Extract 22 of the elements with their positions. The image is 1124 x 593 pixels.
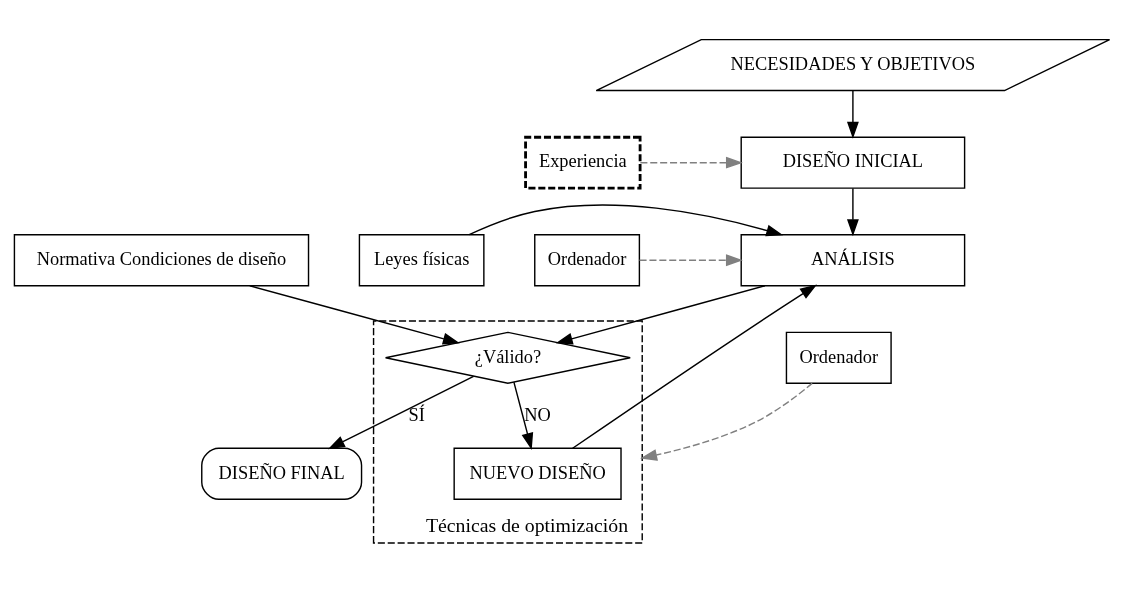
arrow [571, 284, 817, 449]
node-box: NUEVO DISEÑO [453, 447, 622, 500]
node-box: DISEÑO INICIAL [740, 136, 966, 189]
arrow [638, 253, 743, 266]
arrow [327, 375, 475, 449]
node-box: Ordenador [534, 233, 641, 286]
node-box: DISEÑO FINAL [201, 447, 363, 500]
arrow [513, 380, 534, 450]
arrow [468, 203, 784, 236]
arrow [249, 284, 460, 344]
node-box: Experiencia [524, 135, 642, 190]
arrow [846, 89, 859, 139]
node-box: Normativa Condiciones de diseño [13, 233, 310, 286]
node-box: Leyes físicas [358, 233, 485, 286]
node-box: Ordenador [785, 331, 892, 384]
node-box: ANÁLISIS [740, 233, 966, 286]
arrow [639, 156, 743, 169]
arrow [555, 284, 766, 344]
arrow [640, 382, 813, 461]
edge-label: NO [524, 404, 551, 425]
edge-label: SÍ [408, 404, 425, 425]
arrow [846, 187, 859, 236]
